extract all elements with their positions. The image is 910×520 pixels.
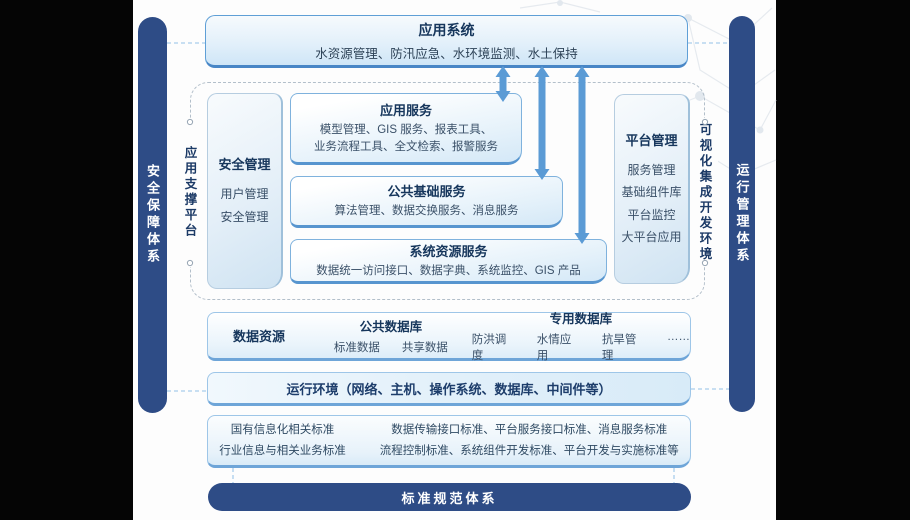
standards-line: 行业信息与相关业务标准 — [219, 444, 346, 457]
platform-management-box: 平台管理 服务管理 基础组件库 平台监控 大平台应用 — [614, 94, 690, 284]
security-management-box: 安全管理 用户管理 安全管理 — [207, 93, 283, 289]
app-support-platform-label: 应用支撑平台 — [177, 118, 203, 267]
application-system-box: 应用系统 水资源管理、防汛应急、水环境监测、水土保持 — [205, 15, 688, 68]
platform-management-item: 基础组件库 — [621, 185, 682, 200]
security-assurance-rail: 安全保障体系 — [138, 17, 167, 413]
common-base-services-box: 公共基础服务 算法管理、数据交换服务、消息服务 — [290, 176, 563, 228]
application-services-line: 业务流程工具、全文检索、报警服务 — [314, 141, 498, 153]
standards-box: 国有信息化相关标准 行业信息与相关业务标准 数据传输接口标准、平台服务接口标准、… — [207, 415, 691, 468]
system-resource-services-title: 系统资源服务 — [409, 243, 488, 259]
common-base-services-title: 公共基础服务 — [387, 184, 466, 200]
application-system-subtitle: 水资源管理、防汛应急、水环境监测、水土保持 — [315, 46, 578, 61]
standards-line: 国有信息化相关标准 — [230, 423, 335, 436]
platform-management-item: 服务管理 — [627, 163, 676, 178]
public-database-item: 共享数据 — [401, 342, 448, 354]
dedicated-database-item: 防洪调度 — [471, 334, 507, 362]
operation-management-rail: 运行管理体系 — [729, 16, 755, 412]
application-services-title: 应用服务 — [379, 102, 432, 118]
visual-integration-env-label: 可视化集成开发环境 — [692, 118, 718, 267]
dedicated-database-group: 专用数据库 防洪调度 水情应用 抗旱管理 …… — [472, 308, 690, 363]
standards-left-column: 国有信息化相关标准 行业信息与相关业务标准 — [219, 420, 346, 461]
system-resource-services-line: 数据统一访问接口、数据字典、系统监控、GIS 产品 — [316, 264, 581, 277]
dedicated-database-item: 抗旱管理 — [601, 334, 637, 362]
dedicated-database-item: 水情应用 — [536, 334, 572, 362]
system-resource-services-box: 系统资源服务 数据统一访问接口、数据字典、系统监控、GIS 产品 — [290, 239, 607, 284]
public-database-item: 标准数据 — [333, 342, 380, 354]
application-services-box: 应用服务 模型管理、GIS 服务、报表工具、 业务流程工具、全文检索、报警服务 — [290, 93, 522, 165]
data-resources-box: 数据资源 公共数据库 标准数据 共享数据 专用数据库 防洪调度 水情应用 抗旱管… — [207, 312, 691, 362]
standards-system-bar: 标准规范体系 — [208, 483, 691, 511]
data-resources-label: 数据资源 — [232, 329, 285, 344]
security-management-title: 安全管理 — [218, 157, 271, 173]
platform-management-item: 平台监控 — [627, 207, 676, 222]
security-assurance-rail-label: 安全保障体系 — [145, 164, 160, 266]
runtime-environment-label: 运行环境（网络、主机、操作系统、数据库、中间件等） — [286, 381, 612, 397]
security-management-item: 安全管理 — [220, 209, 269, 224]
runtime-environment-box: 运行环境（网络、主机、操作系统、数据库、中间件等） — [207, 372, 691, 406]
standards-line: 数据传输接口标准、平台服务接口标准、消息服务标准 — [391, 423, 668, 436]
standards-right-column: 数据传输接口标准、平台服务接口标准、消息服务标准 流程控制标准、系统组件开发标准… — [380, 420, 679, 461]
standards-system-bar-label: 标准规范体系 — [401, 490, 498, 506]
dedicated-database-title: 专用数据库 — [549, 312, 613, 326]
dedicated-database-item: …… — [666, 331, 690, 343]
security-management-item: 用户管理 — [220, 187, 269, 202]
operation-management-rail-label: 运行管理体系 — [734, 163, 750, 265]
application-services-line: 模型管理、GIS 服务、报表工具、 — [319, 123, 493, 136]
application-system-title: 应用系统 — [418, 21, 475, 38]
public-database-group: 公共数据库 标准数据 共享数据 — [310, 316, 472, 355]
platform-management-item: 大平台应用 — [621, 229, 682, 244]
public-database-title: 公共数据库 — [359, 320, 423, 334]
platform-management-title: 平台管理 — [625, 133, 678, 149]
standards-line: 流程控制标准、系统组件开发标准、平台开发与实施标准等 — [379, 444, 679, 457]
common-base-services-line: 算法管理、数据交换服务、消息服务 — [334, 205, 519, 218]
